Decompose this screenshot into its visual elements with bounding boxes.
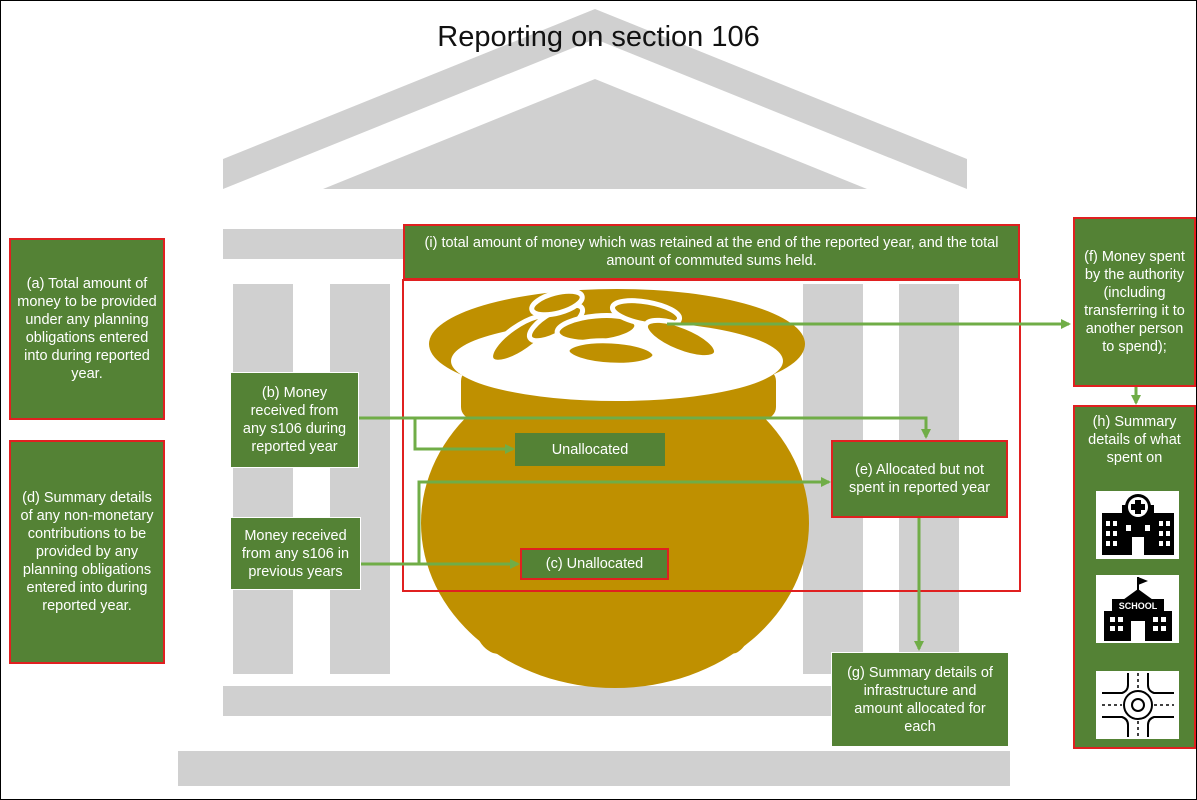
box-unallocated: Unallocated bbox=[515, 433, 665, 466]
box-h-label: (h) Summary details of what spent on bbox=[1088, 414, 1181, 466]
roundabout-icon bbox=[1096, 671, 1179, 739]
box-a-total-amount: (a) Total amount of money to be provided… bbox=[9, 238, 165, 420]
school-icon: SCHOOL bbox=[1096, 575, 1179, 643]
box-g-infrastructure: (g) Summary details of infrastructure an… bbox=[831, 652, 1009, 747]
arrow-b-to-allocated bbox=[415, 416, 931, 439]
box-b-money-received: (b) Money received from any s106 during … bbox=[230, 372, 359, 468]
box-c-unallocated: (c) Unallocated bbox=[520, 548, 669, 580]
box-money-previous-years: Money received from any s106 in previous… bbox=[230, 517, 361, 590]
retained-money-frame bbox=[402, 279, 1021, 592]
box-f-money-spent: (f) Money spent by the authority (includ… bbox=[1073, 217, 1196, 387]
diagram-title: Reporting on section 106 bbox=[437, 21, 760, 53]
box-i-retained-money: (i) total amount of money which was reta… bbox=[403, 224, 1020, 280]
box-d-non-monetary: (d) Summary details of any non-monetary … bbox=[9, 440, 165, 664]
arrow-prev-to-allocated bbox=[417, 477, 831, 565]
school-sign-text: SCHOOL bbox=[1118, 601, 1157, 611]
arrow-b-to-unallocated bbox=[359, 416, 515, 454]
hospital-icon bbox=[1096, 491, 1179, 559]
box-e-allocated-not-spent: (e) Allocated but not spent in reported … bbox=[831, 440, 1008, 518]
pot-of-gold-icon bbox=[421, 288, 809, 688]
